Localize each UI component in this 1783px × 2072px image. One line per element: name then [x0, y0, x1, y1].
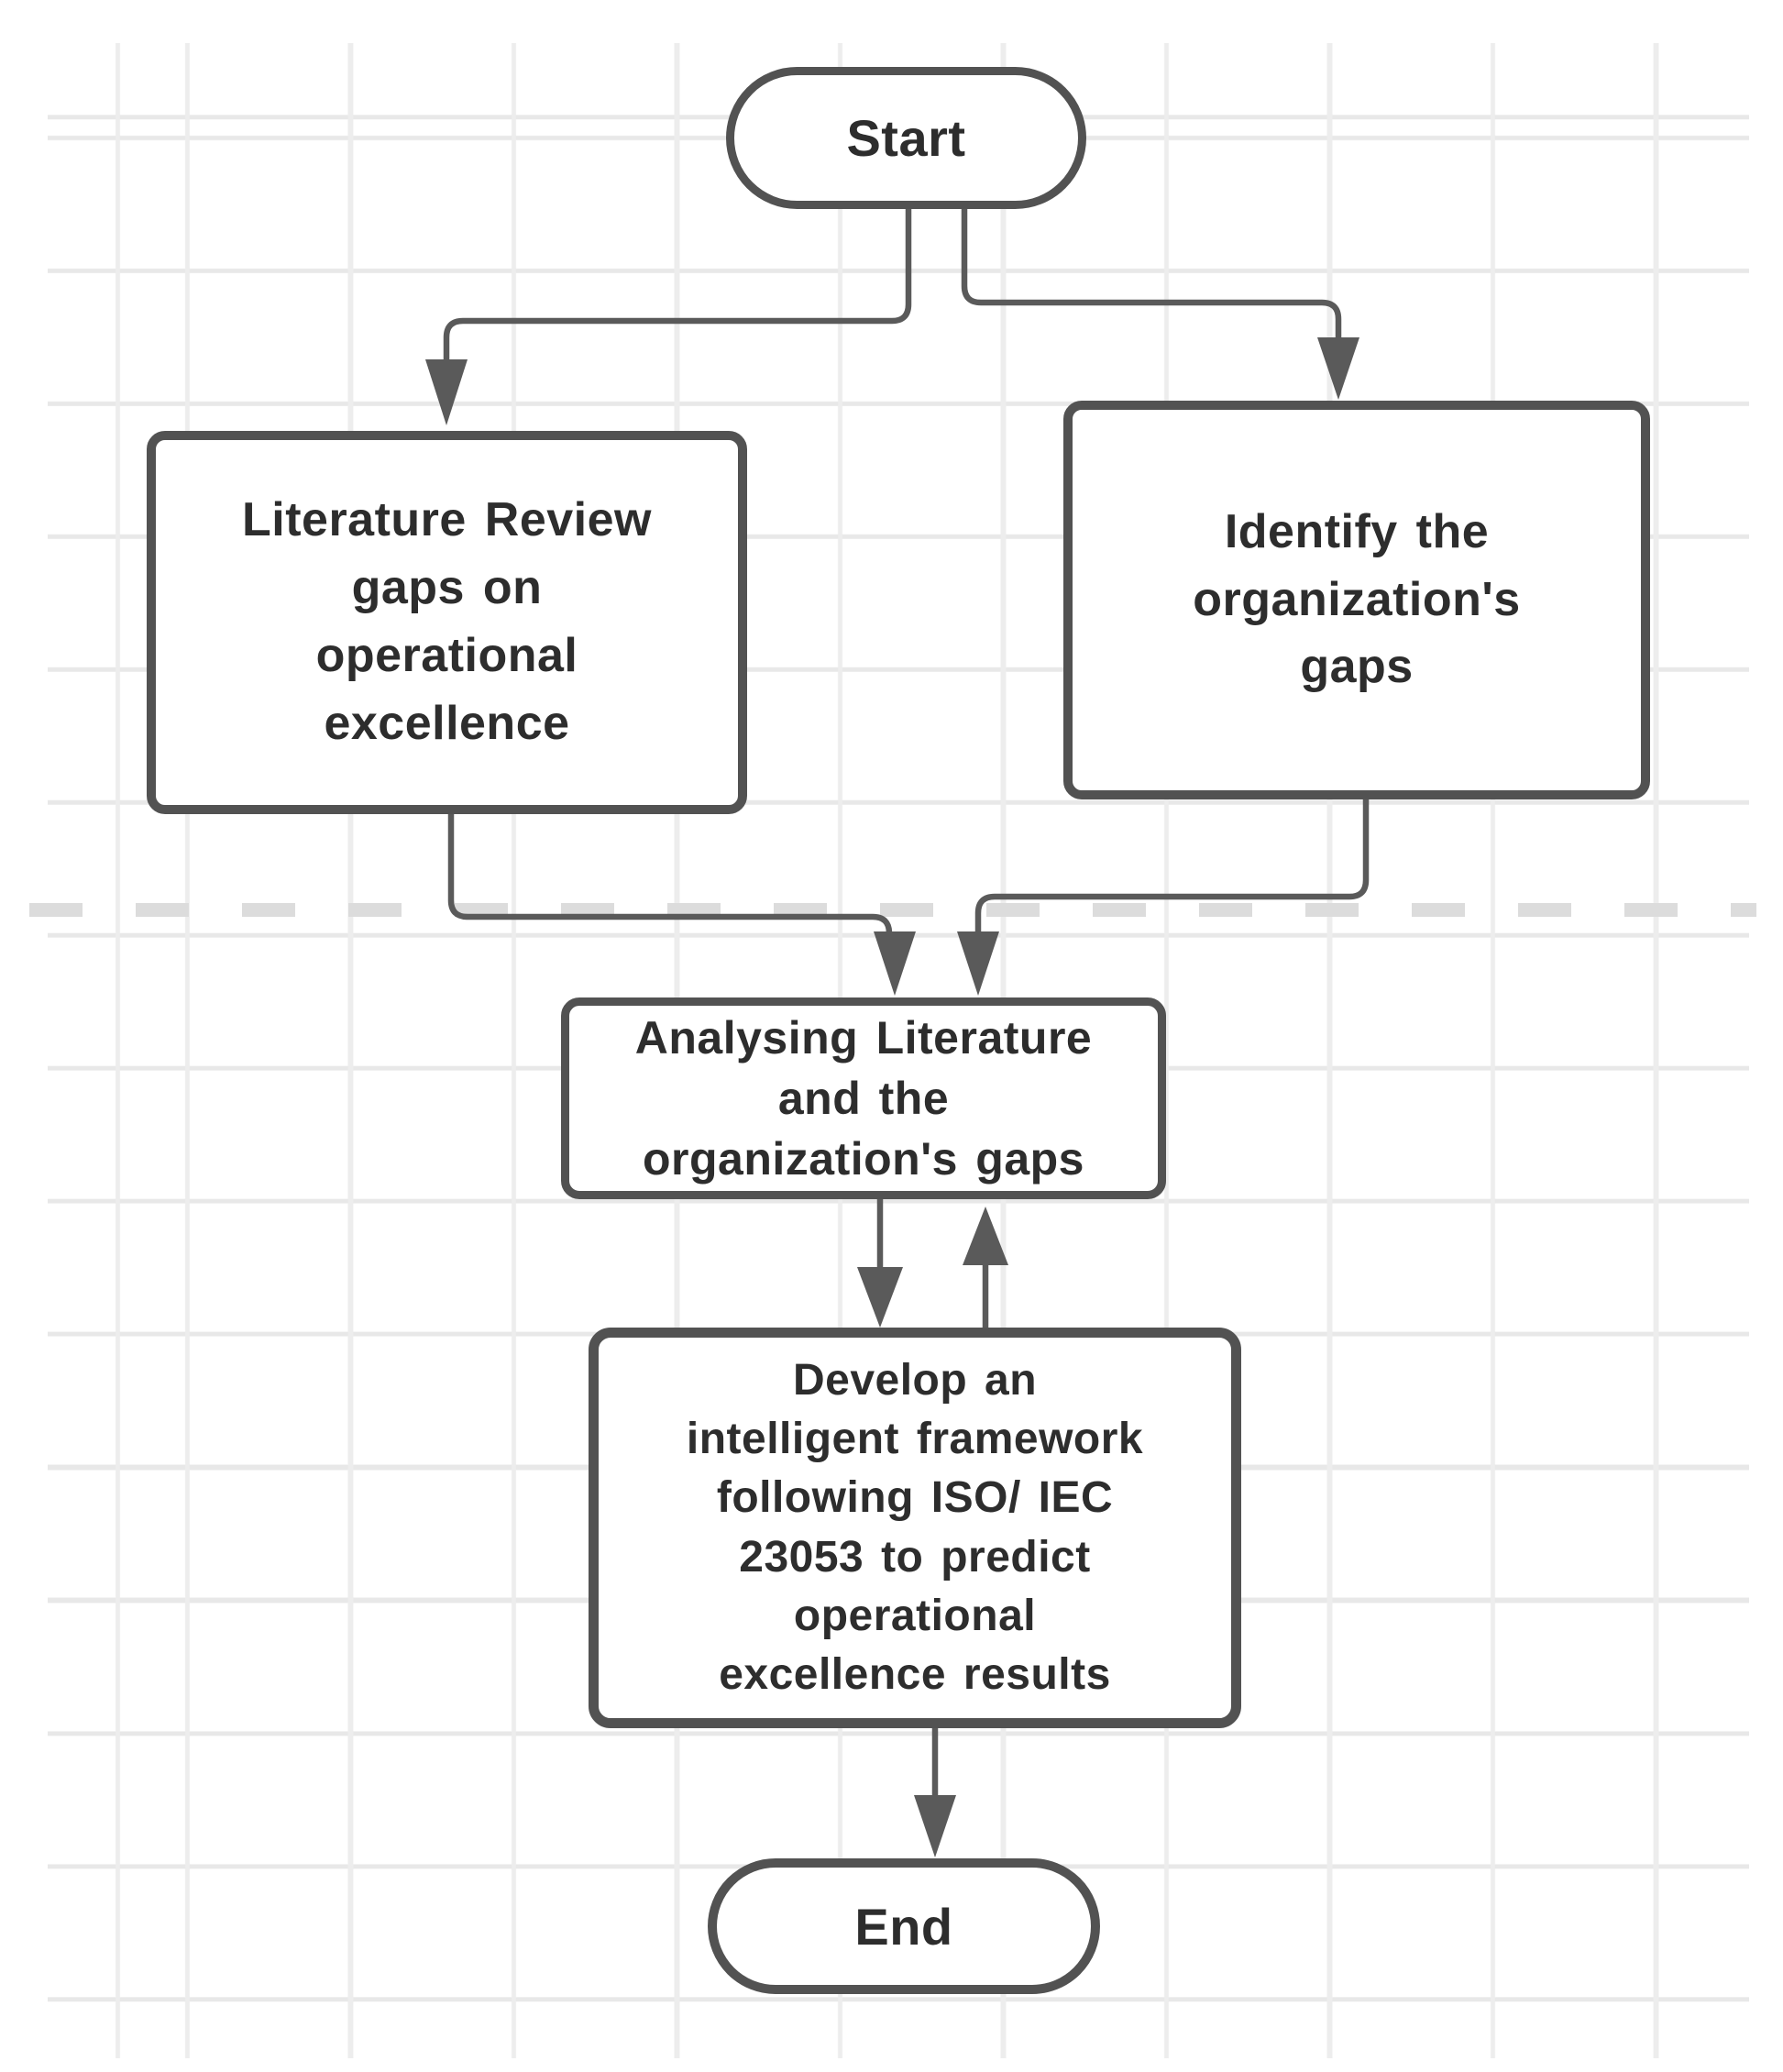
- edge-literature-to-analysing-arrow: [447, 812, 916, 996]
- node-end[interactable]: End: [708, 1858, 1100, 1994]
- node-start-label: Start: [846, 109, 966, 167]
- arrowhead-up-icon: [963, 1207, 1008, 1265]
- node-develop-framework-label: Develop an intelligent framework followi…: [686, 1355, 1144, 1700]
- node-literature-review-gaps[interactable]: Literature Review gaps on operational ex…: [147, 431, 747, 814]
- edge-analysing-to-develop-arrow: [857, 1197, 903, 1328]
- node-analysing-literature-gaps[interactable]: Analysing Literature and the organizatio…: [561, 997, 1166, 1199]
- arrowhead-down-icon: [425, 359, 468, 425]
- edge-develop-to-analysing-arrow: [963, 1207, 1008, 1329]
- node-end-label: End: [854, 1897, 953, 1956]
- arrowhead-down-icon: [957, 931, 999, 996]
- arrowhead-down-icon: [857, 1267, 903, 1328]
- node-identify-gaps-label: Identify the organization's gaps: [1193, 504, 1521, 694]
- edge-develop-to-end-arrow: [914, 1727, 956, 1857]
- edge-start-to-identify-arrow: [961, 209, 1359, 400]
- node-literature-review-label: Literature Review gaps on operational ex…: [242, 493, 652, 750]
- edge-start-to-literature-arrow: [425, 209, 912, 425]
- node-analysing-label: Analysing Literature and the organizatio…: [634, 1012, 1093, 1185]
- node-identify-organization-gaps[interactable]: Identify the organization's gaps: [1063, 401, 1650, 799]
- arrowhead-down-icon: [914, 1795, 956, 1857]
- arrowhead-down-icon: [874, 931, 916, 996]
- edge-identify-to-analysing-arrow: [957, 798, 1370, 996]
- arrowhead-down-icon: [1317, 337, 1359, 400]
- node-start[interactable]: Start: [726, 67, 1086, 209]
- node-develop-intelligent-framework[interactable]: Develop an intelligent framework followi…: [589, 1328, 1241, 1728]
